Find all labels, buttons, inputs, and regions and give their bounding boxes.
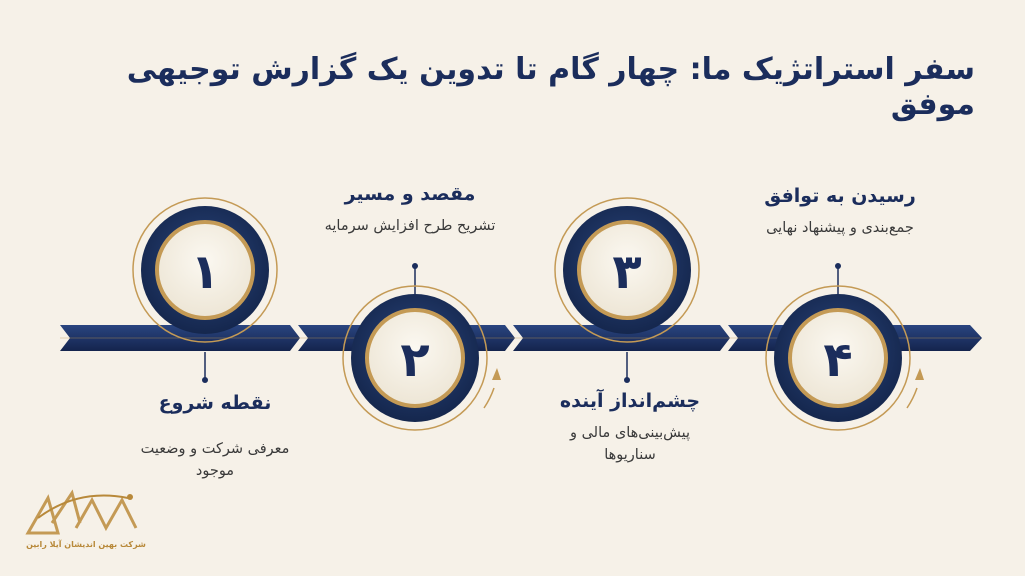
step-4-description: جمع‌بندی و پیشنهاد نهایی xyxy=(740,217,940,239)
step-1-label: نقطه شروع معرفی شرکت و وضعیت موجود xyxy=(120,392,310,483)
step-3-desc-line-1: پیش‌بینی‌های مالی و xyxy=(569,425,691,441)
company-tagline: شرکت بهین اندیشان آیلا رابین xyxy=(26,540,146,549)
step-2-label: مقصد و مسیر تشریح طرح افزایش سرمایه xyxy=(300,183,520,237)
step-3-medallion: ۳ xyxy=(554,197,700,343)
step-4-number: ۴ xyxy=(823,332,852,388)
step-2-description: تشریح طرح افزایش سرمایه xyxy=(300,215,520,237)
step-2-medallion: ۲ xyxy=(342,285,501,431)
step-4-medallion: ۴ xyxy=(765,285,924,431)
step-1-medallion: ۱ xyxy=(132,197,278,343)
step-2-desc-line-1: تشریح طرح افزایش سرمایه xyxy=(324,218,496,234)
step-2-number: ۲ xyxy=(400,332,429,388)
step-1-desc-line-2: موجود xyxy=(195,463,235,480)
step-3-desc-line-2: سناریوها xyxy=(604,447,656,464)
step-3-heading: چشم‌انداز آینده xyxy=(559,390,701,412)
step-4-heading: رسیدن به توافق xyxy=(764,185,916,207)
connectors xyxy=(202,263,841,383)
step-4-label: رسیدن به توافق جمع‌بندی و پیشنهاد نهایی xyxy=(740,185,940,239)
step-1-description: معرفی شرکت و وضعیت موجود xyxy=(120,438,310,483)
page-title: سفر استراتژیک ما: چهار گام تا تدوین یک گ… xyxy=(126,52,975,122)
step-3-number: ۳ xyxy=(612,244,641,300)
step-2-heading: مقصد و مسیر xyxy=(344,183,476,205)
company-logo xyxy=(25,489,138,535)
step-3-label: چشم‌انداز آینده پیش‌بینی‌های مالی و سنار… xyxy=(530,390,730,467)
step-3-description: پیش‌بینی‌های مالی و سناریوها xyxy=(530,422,730,467)
step-1-number: ۱ xyxy=(190,244,219,300)
step-1-desc-line-1: معرفی شرکت و وضعیت xyxy=(140,441,290,457)
step-1-heading: نقطه شروع xyxy=(158,392,272,414)
step-4-desc-line-1: جمع‌بندی و پیشنهاد نهایی xyxy=(766,220,914,236)
